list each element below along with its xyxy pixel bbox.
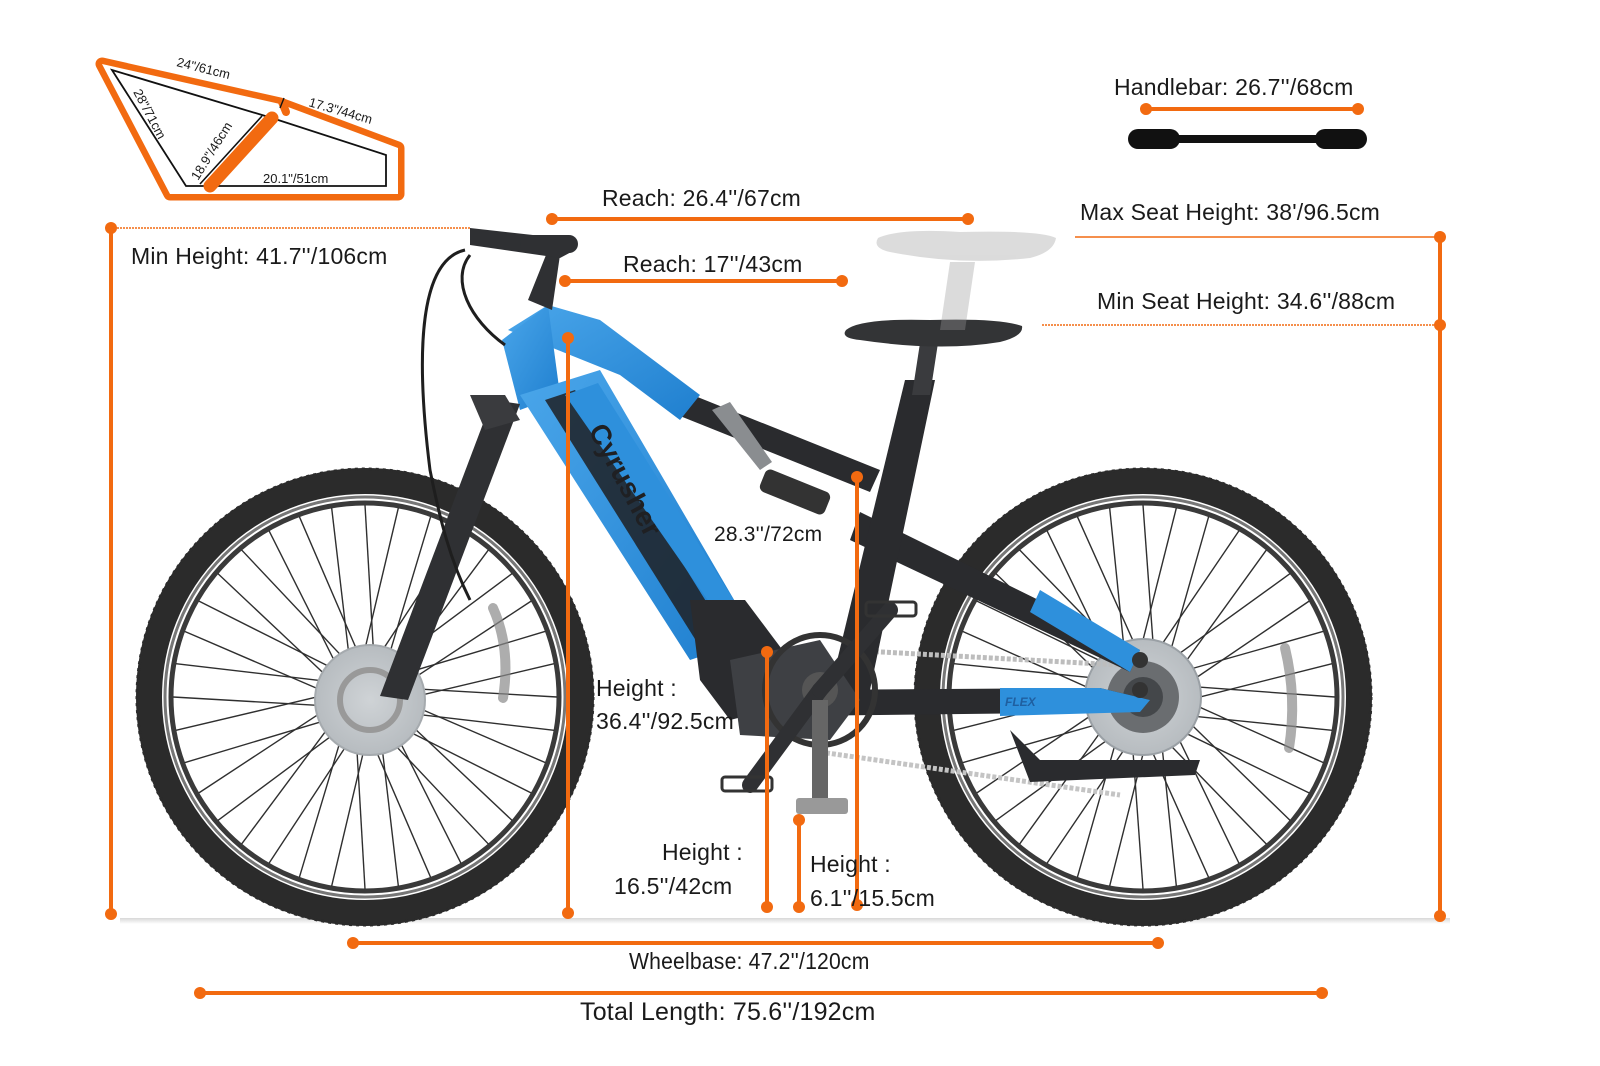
center-pedal (796, 798, 848, 814)
handlebar-width-label: Handlebar: 26.7''/68cm (1114, 74, 1354, 100)
pedal-height-title: Height : (810, 851, 891, 877)
total-length-label: Total Length: 75.6''/192cm (580, 998, 876, 1026)
bb-height-title: Height : (662, 839, 743, 865)
rear-reflector (1280, 643, 1298, 753)
reach-min-label: Reach: 17''/43cm (623, 251, 803, 277)
front-reflector (488, 603, 511, 703)
frame-height-title: Height : (596, 675, 677, 701)
ground-shadow (120, 918, 1450, 924)
geo-seat-tube-label: 18.9"/46cm (188, 119, 235, 182)
kickstand (1010, 730, 1200, 782)
right-pedal (864, 600, 918, 618)
dimension-lines (105, 213, 1446, 999)
max-seat-height-label: Max Seat Height: 38'/96.5cm (1080, 199, 1380, 225)
handlebar-icon (1128, 129, 1367, 149)
geo-chain-stay-label: 20.1"/51cm (263, 171, 328, 186)
chain (819, 647, 1121, 798)
bb-height-value: 16.5''/42cm (614, 873, 733, 899)
wheelbase-label: Wheelbase: 47.2''/120cm (629, 948, 870, 974)
raised-saddle-ghost (876, 230, 1056, 330)
pedal-height-value: 6.1''/15.5cm (810, 885, 935, 911)
min-height-label: Min Height: 41.7''/106cm (131, 243, 388, 269)
saddle (844, 319, 1023, 347)
geo-top-tube-label: 24"/61cm (175, 54, 231, 82)
grip (520, 235, 578, 253)
frame-height-value: 36.4''/92.5cm (596, 708, 734, 734)
min-seat-height-label: Min Seat Height: 34.6''/88cm (1097, 288, 1396, 314)
frame-geometry-icon (95, 57, 405, 201)
reach-max-label: Reach: 26.4''/67cm (602, 185, 802, 211)
left-pedal (720, 775, 774, 793)
front-wheel (135, 467, 595, 927)
standover-height-label: 28.3''/72cm (714, 523, 823, 546)
handlebar-dimension (1128, 103, 1367, 149)
geometry-labels: 24"/61cm 17.3"/44cm 28"/71cm 18.9"/46cm … (130, 54, 374, 186)
geo-seat-stay-label: 17.3"/44cm (307, 94, 374, 126)
geo-down-tube-label: 28"/71cm (130, 86, 169, 141)
